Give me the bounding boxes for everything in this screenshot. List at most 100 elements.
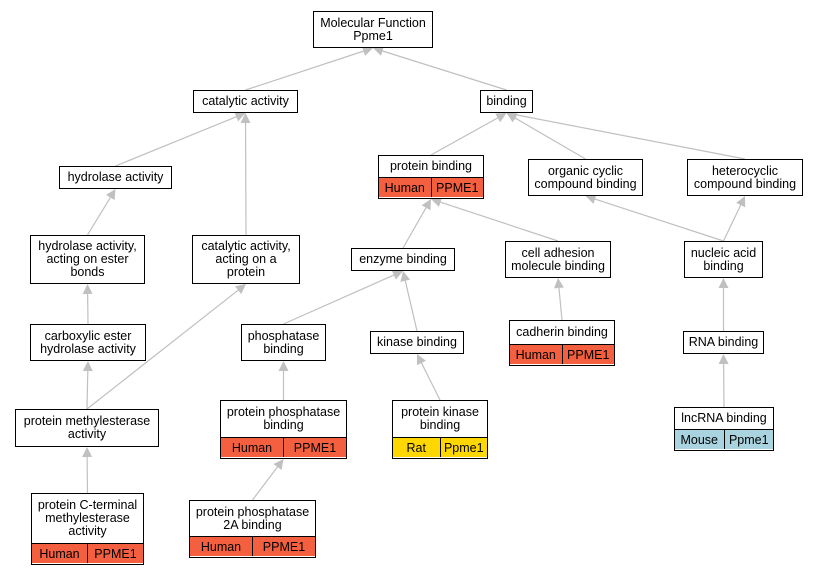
- gene-cell: PPME1: [87, 544, 143, 563]
- node-label: protein binding: [389, 159, 472, 173]
- node-cell-adhesion-molecule-binding[interactable]: cell adhesion molecule binding: [505, 241, 611, 278]
- node-phosphatase-binding[interactable]: phosphatase binding: [241, 324, 326, 361]
- edge-arrowhead-nucleic_acid-to-heterocyclic: [736, 196, 746, 208]
- edge-line-enzyme_binding-to-protein_binding: [402, 207, 427, 249]
- edge-line-organic_cyclic-to-binding: [514, 117, 586, 160]
- edge-arrowhead-nucleic_acid-to-organic_cyclic: [585, 194, 597, 204]
- node-label: nucleic acid binding: [690, 245, 757, 273]
- gene-cell: PPME1: [561, 345, 614, 364]
- node-label: protein phosphatase binding: [226, 405, 341, 432]
- annotation-badge: Human PPME1: [221, 437, 346, 457]
- node-catalytic-activity-on-protein[interactable]: catalytic activity, acting on a protein: [192, 235, 300, 284]
- edge-line-binding-to-molecular_function: [382, 50, 507, 91]
- gene-cell: PPME1: [430, 178, 483, 197]
- node-nucleic-acid-binding[interactable]: nucleic acid binding: [684, 241, 763, 278]
- node-rna-binding[interactable]: RNA binding: [683, 331, 764, 354]
- node-label: hydrolase activity, acting on ester bond…: [38, 239, 137, 279]
- edge-line-cadherin_binding-to-cell_adhesion: [558, 287, 563, 321]
- node-label: cell adhesion molecule binding: [511, 245, 605, 273]
- edge-arrowhead-phosphatase_binding-to-enzyme_binding: [391, 270, 403, 280]
- node-molecular-function[interactable]: Molecular Function Ppme1: [313, 11, 433, 48]
- edge-arrowhead-protein_binding-to-binding: [495, 113, 507, 123]
- edge-line-nucleic_acid-to-heterocyclic: [722, 204, 742, 242]
- edge-arrowhead-binding-to-molecular_function: [373, 46, 384, 56]
- edge-line-protein_binding-to-binding: [430, 117, 499, 156]
- edge-arrowhead-lncrna_binding-to-rna_binding: [718, 354, 729, 364]
- node-heterocyclic-compound-binding[interactable]: heterocyclic compound binding: [687, 159, 803, 196]
- species-cell: Human: [32, 544, 87, 563]
- node-label: protein C-terminal methylesterase activi…: [37, 498, 138, 538]
- node-label: catalytic activity, acting on a protein: [201, 239, 291, 279]
- gene-cell: PPME1: [252, 537, 315, 556]
- node-protein-phosphatase-2a-binding[interactable]: protein phosphatase 2A binding Human PPM…: [189, 500, 316, 558]
- edge-line-protein_methylesterase-to-carboxylic_ester: [86, 370, 89, 410]
- edge-line-hydrolase_ester-to-hydrolase_activity: [86, 197, 111, 236]
- node-lncrna-binding[interactable]: lncRNA binding Mouse Ppme1: [674, 407, 774, 451]
- node-binding[interactable]: binding: [480, 90, 533, 113]
- gene-cell: Ppme1: [439, 438, 487, 457]
- gene-cell: PPME1: [283, 438, 346, 457]
- node-carboxylic-ester-hydrolase[interactable]: carboxylic ester hydrolase activity: [30, 324, 146, 361]
- edge-arrowhead-kinase_binding-to-enzyme_binding: [400, 271, 411, 282]
- edge-arrowhead-enzyme_binding-to-protein_binding: [421, 199, 431, 211]
- annotation-badge: Human PPME1: [32, 543, 143, 563]
- edge-line-protein_methylesterase-to-catalytic_protein: [86, 289, 239, 410]
- annotation-badge: Human PPME1: [190, 536, 315, 556]
- node-label: organic cyclic compound binding: [534, 163, 637, 191]
- node-label: hydrolase activity: [67, 170, 164, 184]
- species-cell: Mouse: [675, 430, 724, 449]
- node-label: protein kinase binding: [401, 405, 479, 432]
- edge-line-kinase_binding-to-enzyme_binding: [404, 280, 418, 332]
- edge-arrowhead-cell_adhesion-to-protein_binding: [431, 197, 443, 207]
- edge-arrowhead-catalytic_protein-to-catalytic_activity: [240, 113, 251, 123]
- species-cell: Human: [510, 345, 562, 364]
- node-label: protein methylesterase activity: [23, 414, 151, 441]
- node-catalytic-activity[interactable]: catalytic activity: [193, 90, 298, 113]
- node-label: carboxylic ester hydrolase activity: [40, 328, 136, 356]
- node-kinase-binding[interactable]: kinase binding: [370, 331, 464, 354]
- edge-line-hydrolase_activity-to-catalytic_activity: [115, 116, 237, 167]
- node-label: phosphatase binding: [247, 328, 320, 356]
- node-protein-phosphatase-binding[interactable]: protein phosphatase binding Human PPME1: [220, 400, 347, 459]
- annotation-badge: Mouse Ppme1: [675, 429, 773, 449]
- edge-arrowhead-protein_methylesterase-to-catalytic_protein: [235, 284, 246, 295]
- edge-arrowhead-cadherin_binding-to-cell_adhesion: [554, 278, 564, 289]
- edge-arrowhead-carboxylic_ester-to-hydrolase_ester: [82, 284, 93, 295]
- edge-arrowhead-protein_kinase_binding-to-kinase_binding: [417, 354, 426, 366]
- edge-arrowhead-protein_c_terminal-to-protein_methylesterase: [82, 447, 93, 458]
- node-hydrolase-activity-ester-bonds[interactable]: hydrolase activity, acting on ester bond…: [30, 235, 145, 284]
- edge-line-protein_kinase_binding-to-kinase_binding: [420, 362, 441, 401]
- edge-arrowhead-protein_methylesterase-to-carboxylic_ester: [82, 361, 93, 372]
- edge-line-cell_adhesion-to-protein_binding: [440, 201, 559, 242]
- species-cell: Human: [190, 537, 252, 556]
- edge-arrowhead-protein_phosphatase_binding-to-phosphatase_binding: [278, 361, 289, 371]
- node-label: protein phosphatase 2A binding: [195, 504, 310, 532]
- edge-line-phosphatase_binding-to-enzyme_binding: [283, 274, 395, 325]
- node-label: kinase binding: [377, 335, 457, 349]
- edge-arrowhead-protein_phosphatase_2a-to-protein_phosphatase_binding: [273, 459, 284, 470]
- annotation-badge: Human PPME1: [379, 177, 483, 197]
- species-cell: Human: [221, 438, 283, 457]
- node-label: cadherin binding: [516, 325, 608, 339]
- edge-arrowhead-catalytic_activity-to-molecular_function: [361, 46, 373, 56]
- gene-cell: Ppme1: [723, 430, 773, 449]
- node-enzyme-binding[interactable]: enzyme binding: [351, 248, 455, 271]
- node-label: binding: [486, 94, 527, 108]
- node-protein-binding[interactable]: protein binding Human PPME1: [378, 155, 484, 199]
- node-protein-c-terminal-methylesterase[interactable]: protein C-terminal methylesterase activi…: [31, 493, 144, 565]
- node-hydrolase-activity[interactable]: hydrolase activity: [59, 166, 172, 189]
- node-label: enzyme binding: [359, 252, 447, 266]
- edge-line-catalytic_activity-to-molecular_function: [245, 50, 364, 91]
- annotation-badge: Rat Ppme1: [393, 437, 487, 457]
- node-label: catalytic activity: [202, 94, 289, 108]
- annotation-badge: Human PPME1: [510, 344, 614, 364]
- species-cell: Human: [379, 178, 431, 197]
- node-protein-methylesterase-activity[interactable]: protein methylesterase activity: [15, 409, 159, 447]
- species-cell: Rat: [393, 438, 440, 457]
- node-cadherin-binding[interactable]: cadherin binding Human PPME1: [509, 320, 615, 366]
- node-organic-cyclic-compound-binding[interactable]: organic cyclic compound binding: [528, 159, 643, 196]
- edge-line-protein_phosphatase_2a-to-protein_phosphatase_binding: [252, 466, 278, 501]
- node-protein-kinase-binding[interactable]: protein kinase binding Rat Ppme1: [392, 400, 488, 459]
